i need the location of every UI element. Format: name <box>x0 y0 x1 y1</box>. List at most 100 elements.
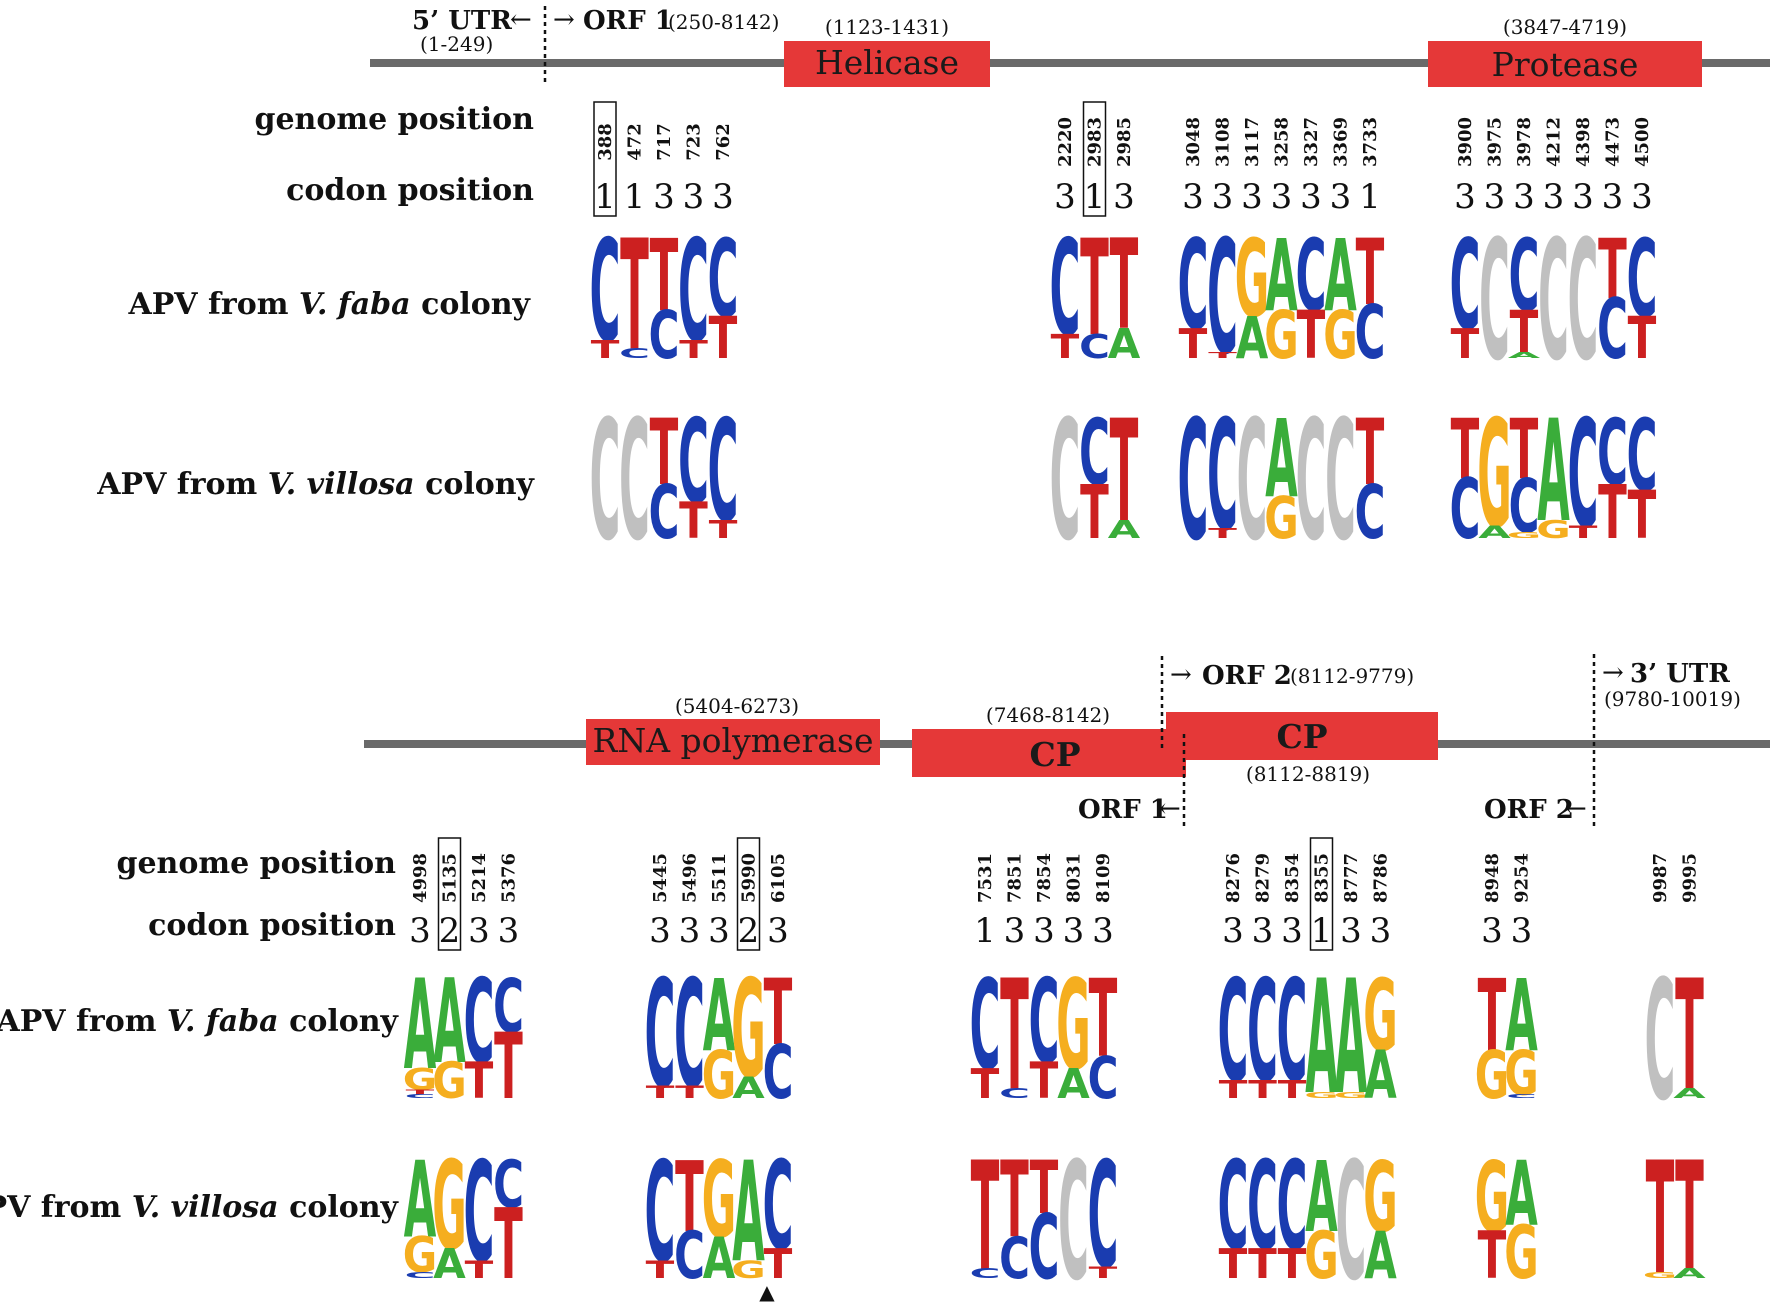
faba-logo-letter-0: C <box>970 953 1001 1098</box>
genome-position-tick: 472 <box>625 123 646 161</box>
codon-position-value: 3 <box>1054 177 1076 217</box>
faba-logo-letter-1: T <box>1179 319 1208 368</box>
faba-logo-letter-0: C <box>1178 213 1209 358</box>
faba-logo-letter-1: T <box>1219 1076 1248 1105</box>
villosa-logo-letter-1: G <box>1504 1212 1538 1297</box>
faba-logo-letter-0: T <box>1089 957 1118 1082</box>
highlight-box <box>437 837 462 951</box>
faba-logo-letter-0: T <box>650 218 679 334</box>
genome-position-tick: 6105 <box>768 853 789 903</box>
protease-domain <box>1428 41 1702 87</box>
faba-logo-letter-1: T <box>465 1052 494 1110</box>
cp1-range: (7468-8142) <box>986 703 1110 727</box>
villosa-logo-letter-0: C <box>1058 1127 1089 1302</box>
codon-position-value: 3 <box>767 911 789 951</box>
codon-position-value: 3 <box>1063 911 1085 951</box>
cp2-label: CP <box>1276 717 1327 756</box>
genome-position-tick: 3369 <box>1331 117 1352 167</box>
faba-logo-letter-0: C <box>1627 217 1658 342</box>
genome-position-tick: 3258 <box>1272 117 1293 167</box>
orf2-end-label: ORF 2 <box>1484 795 1574 825</box>
genome-position-tick: 5135 <box>440 853 461 903</box>
villosa-logo-letter-0: A <box>1305 1140 1338 1254</box>
faba-logo-letter-0: C <box>645 949 676 1122</box>
villosa-logo-letter-0: C <box>1088 1132 1119 1302</box>
codon-position-value: 1 <box>624 177 646 217</box>
villosa-logo-letter-1: C <box>970 1266 1001 1281</box>
faba-logo-letter-0: A <box>1305 947 1338 1130</box>
villosa-logo-letter-1: C <box>1355 470 1386 556</box>
codon-position-value: 3 <box>1370 911 1392 951</box>
faba-logo-letter-0: C <box>1568 206 1599 398</box>
bottom-row-labels: genome position codon position APV from … <box>0 846 775 1302</box>
faba-logo-letter-0: T <box>1478 958 1507 1074</box>
orf2-range: (8112-9779) <box>1290 664 1414 688</box>
faba-logo-letter-1: A <box>1236 304 1269 372</box>
codon-position-value: 3 <box>1281 911 1303 951</box>
codon-position-value: 3 <box>409 911 431 951</box>
utr5-arrow: ← <box>510 5 532 35</box>
villosa-logo-letter-0: T <box>971 1130 1000 1302</box>
villosa-logo-letter-1: C <box>999 1226 1030 1292</box>
villosa-logo-letter-1: T <box>1208 526 1238 541</box>
faba-logo-letter-0: A <box>433 954 465 1090</box>
protease-range: (3847-4719) <box>1503 15 1627 39</box>
genome-position-tick: 4473 <box>1603 117 1624 167</box>
villosa-logo-letter-0: C <box>645 1133 676 1294</box>
villosa-logo-letter-0: C <box>708 391 739 554</box>
genome-position-tick: 8276 <box>1223 853 1244 903</box>
genome-position-tick: 7851 <box>1005 853 1026 903</box>
orf2-arrow: → <box>1170 660 1192 690</box>
villosa-logo-letter-1: G <box>1304 1217 1338 1293</box>
villosa-logo-letter-1: A <box>433 1241 466 1288</box>
genome-position-tick: 4398 <box>1573 117 1594 167</box>
faba-logo-letter-1: T <box>709 304 738 372</box>
faba-logo-letter-1: A <box>1673 1086 1706 1101</box>
genome-position-tick: 3108 <box>1213 117 1234 167</box>
genome-position-tick: 3327 <box>1301 117 1322 167</box>
genome-position-tick: 717 <box>654 123 675 161</box>
genome-position-tick: 9995 <box>1680 853 1701 903</box>
faba-logo-letter-1: A <box>1108 319 1141 368</box>
faba-logo-letter-1: G <box>1323 298 1357 374</box>
codon-position-value: 3 <box>1484 177 1506 217</box>
faba-logo-letter-1: G <box>702 1038 736 1114</box>
sequence-logos: 3881CTC4721TCC7173TCTC7233CTCT7623CTCT22… <box>403 101 1706 1302</box>
faba-logo-letter-0: C <box>1218 951 1249 1114</box>
villosa-logo-letter-1: C <box>1509 464 1540 550</box>
faba-logo-letter-1: G <box>1304 1091 1338 1101</box>
villosa-logo-letter-1: A <box>1478 522 1511 542</box>
genome-position-label-top: genome position <box>254 102 534 137</box>
genome-position-tick: 5496 <box>680 853 701 903</box>
genome-position-tick: 9987 <box>1650 853 1671 903</box>
codon-position-value: 1 <box>1359 177 1381 217</box>
villosa-logo-letter-1: T <box>1598 470 1627 556</box>
faba-logo-letter-1: T <box>1030 1052 1059 1110</box>
orf1-end-label: ORF 1 <box>1078 795 1168 825</box>
genome-position-tick: 2220 <box>1055 117 1076 167</box>
codon-position-value: 3 <box>1212 177 1234 217</box>
genome-position-tick: 5214 <box>469 853 490 903</box>
cp2-domain <box>1166 712 1438 760</box>
villosa-logo-letter-1: A <box>1673 1266 1706 1281</box>
faba-logo-letter-1: G <box>1264 298 1298 374</box>
codon-position-value: 3 <box>1113 177 1135 217</box>
faba-logo-letter-0: G <box>731 951 765 1109</box>
faba-logo-letter-1: T <box>1278 1076 1307 1105</box>
faba-logo-letter-0: T <box>1675 948 1704 1125</box>
villosa-logo-letter-1: C <box>649 470 680 556</box>
genome-position-tick: 8109 <box>1093 853 1114 903</box>
logo-group-b2: 54453CTCT54963CTTC55113AGGA59902GAAG6105… <box>645 837 794 1294</box>
faba-logo-letter-1: C <box>763 1030 794 1116</box>
codon-position-value: 3 <box>679 911 701 951</box>
codon-position-label-top: codon position <box>286 173 534 208</box>
codon-position-value: 3 <box>1454 177 1476 217</box>
genome-line-top <box>370 59 1770 67</box>
genome-position-label-bottom: genome position <box>116 846 396 881</box>
villosa-logo-letter-0: G <box>1363 1140 1397 1254</box>
faba-logo-letter-0: C <box>1538 206 1569 398</box>
utr5-label: 5’ UTR <box>412 6 512 36</box>
faba-logo-letter-1: C <box>1088 1044 1119 1112</box>
